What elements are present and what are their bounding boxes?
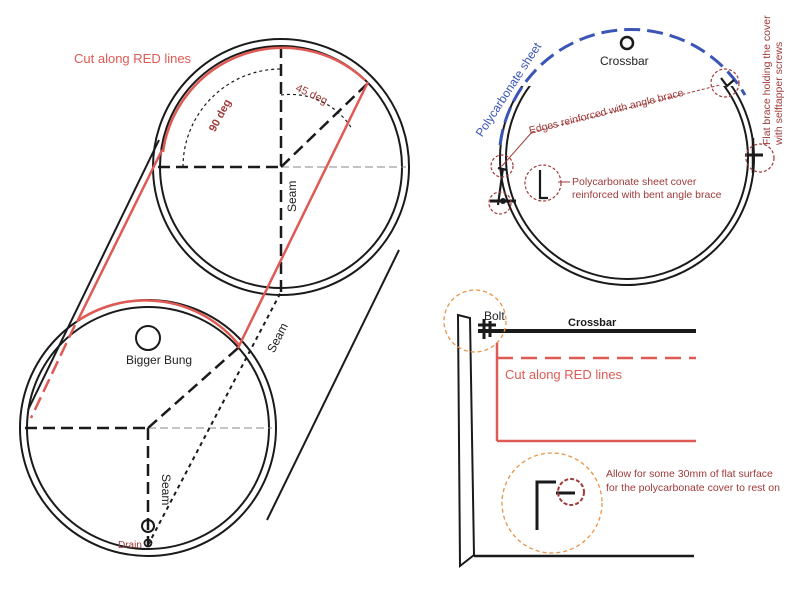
angle-90-label: 90 deg xyxy=(207,97,234,133)
tangent-line-top xyxy=(27,139,160,411)
drain-hole-icon xyxy=(143,538,153,548)
red-cut-arc-top xyxy=(161,46,366,153)
drain-label: Drain xyxy=(118,540,142,551)
detail-highlight-orange xyxy=(501,452,603,554)
flat-brace-highlight xyxy=(745,143,775,173)
cut-label-side: Cut along RED lines xyxy=(505,367,623,382)
right-angle-brace xyxy=(720,77,735,88)
flat-brace-line2: with selftapper screws xyxy=(773,42,785,146)
bigger-bung-icon xyxy=(135,325,161,351)
crossbar-label-top: Crossbar xyxy=(600,54,649,68)
barrel-wall-outline xyxy=(456,313,476,569)
cover-view: Polycarbonate sheet Crossbar Edges reinf… xyxy=(473,15,785,286)
red-cut-left-edge xyxy=(75,149,164,323)
seam-label-top: Seam xyxy=(285,181,299,212)
side-section-view: Bolt Crossbar Cut along RED lines Allow … xyxy=(443,289,780,569)
bigger-bung-label: Bigger Bung xyxy=(126,353,192,367)
seam-dotted-line xyxy=(147,289,283,546)
bolt-highlight xyxy=(488,191,512,215)
flat-brace-line1: Flat brace holding the cover xyxy=(761,15,773,145)
leader-edges-2 xyxy=(531,84,721,133)
crossbar-label-side: Crossbar xyxy=(568,317,617,329)
left-bolt-head xyxy=(500,198,506,204)
seam-label-bottom: Seam xyxy=(159,474,173,505)
tangent-line-bottom xyxy=(266,249,400,521)
bent-angle-brace xyxy=(538,170,548,200)
seam-label-side: Seam xyxy=(264,321,291,355)
angle-profile xyxy=(535,480,556,530)
red-cut-arc-bottom xyxy=(78,299,240,346)
cut-label-left: Cut along RED lines xyxy=(74,51,192,66)
angle-45-label: 45 deg xyxy=(294,82,330,107)
cover-note-line1: Polycarbonate sheet cover xyxy=(572,176,697,188)
edge-highlight-2 xyxy=(710,68,740,98)
bent-brace-highlight xyxy=(524,164,562,202)
rim-gap-mask xyxy=(505,30,745,86)
polycarbonate-sheet-dashed xyxy=(498,28,747,146)
crossbar-icon xyxy=(619,35,635,51)
top-diagonal-dashed xyxy=(280,83,368,168)
barrel-view: Cut along RED lines 90 deg 45 deg Seam S… xyxy=(19,38,410,557)
angle-90-arc xyxy=(182,68,282,168)
bottom-diagonal-dashed xyxy=(147,347,239,429)
left-angle-brace xyxy=(496,166,508,206)
bolt-label: Bolt xyxy=(484,309,505,323)
red-cut-dashed-left xyxy=(29,324,77,419)
red-cut-diagonal xyxy=(236,81,370,349)
cover-note-line2: reinforced with bent angle brace xyxy=(572,189,722,201)
edge-highlight-1 xyxy=(490,154,514,178)
bolt-highlight-orange xyxy=(443,289,507,353)
allow-note-line1: Allow for some 30mm of flat surface xyxy=(606,468,773,480)
flat-surface-highlight xyxy=(557,478,585,506)
allow-note-line2: for the polycarbonate cover to rest on xyxy=(606,482,780,494)
angle-45-arc xyxy=(280,93,353,130)
drain-bung-icon xyxy=(141,519,155,533)
leader-edges-1 xyxy=(501,131,533,167)
edges-note-label: Edges reinforced with angle brace xyxy=(528,87,685,137)
